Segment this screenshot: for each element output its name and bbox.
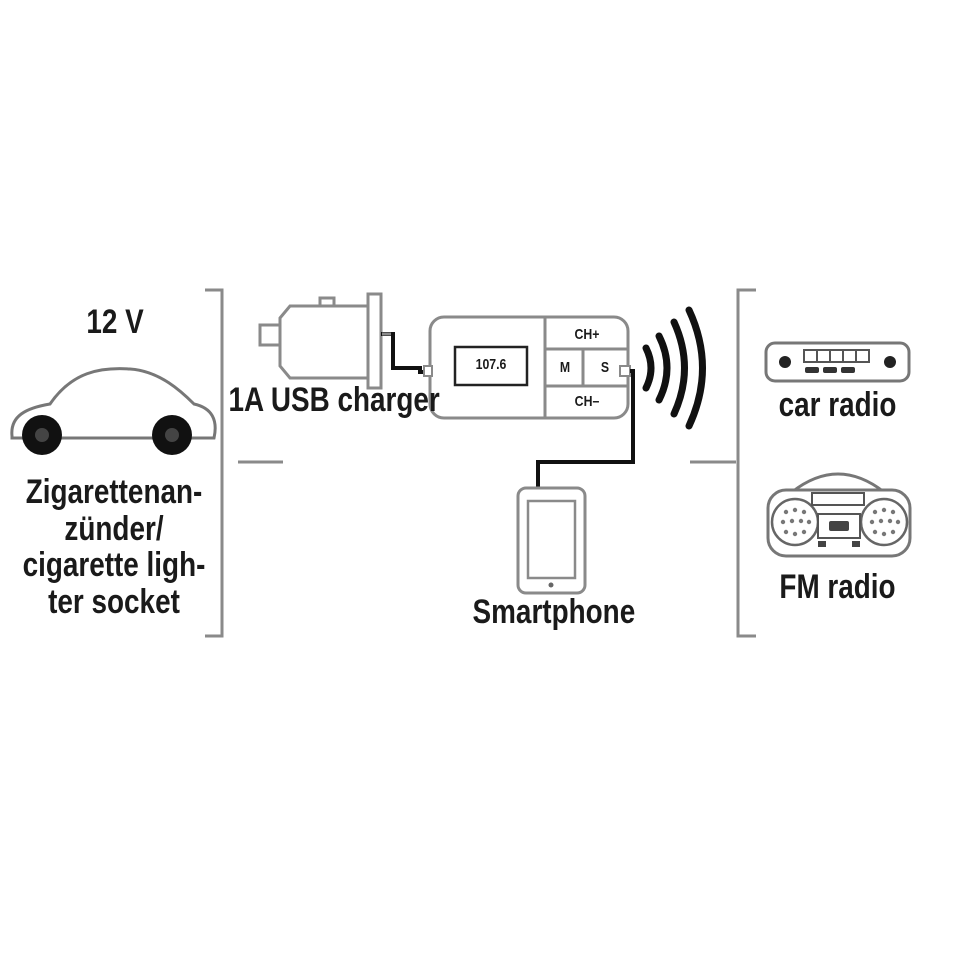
smartphone-label: Smartphone bbox=[472, 593, 636, 631]
phone-cable bbox=[536, 369, 635, 488]
car-radio-label: car radio bbox=[778, 386, 897, 424]
socket-label-line: ter socket bbox=[48, 583, 180, 622]
voltage-label: 12 V bbox=[86, 303, 144, 341]
ch-minus-button[interactable]: CH– bbox=[574, 393, 600, 410]
car-radio-icon bbox=[764, 341, 911, 383]
socket-label-line: zünder/ bbox=[64, 509, 164, 548]
socket-label-line: Zigarettenan- bbox=[25, 473, 203, 511]
left-bracket bbox=[205, 288, 283, 638]
usb-car-charger-icon bbox=[258, 292, 383, 390]
radio-waves-icon bbox=[642, 306, 706, 430]
s-button[interactable]: S bbox=[600, 359, 610, 376]
smartphone-icon bbox=[516, 486, 587, 595]
frequency-display-frame bbox=[453, 345, 529, 387]
socket-label-line: cigarette ligh- bbox=[22, 546, 206, 585]
boombox-icon bbox=[766, 472, 912, 558]
charger-cable bbox=[381, 332, 430, 374]
m-button[interactable]: M bbox=[559, 359, 571, 376]
ch-plus-button[interactable]: CH+ bbox=[574, 326, 600, 343]
right-bracket bbox=[690, 288, 756, 638]
fm-radio-label: FM radio bbox=[779, 568, 896, 606]
frequency-display: 107.6 bbox=[475, 356, 507, 373]
car-icon bbox=[10, 367, 217, 455]
socket-label: Zigarettenan- zünder/ cigarette ligh- te… bbox=[21, 474, 208, 621]
charger-label: 1A USB charger bbox=[228, 381, 440, 419]
fm-transmitter bbox=[423, 315, 631, 420]
